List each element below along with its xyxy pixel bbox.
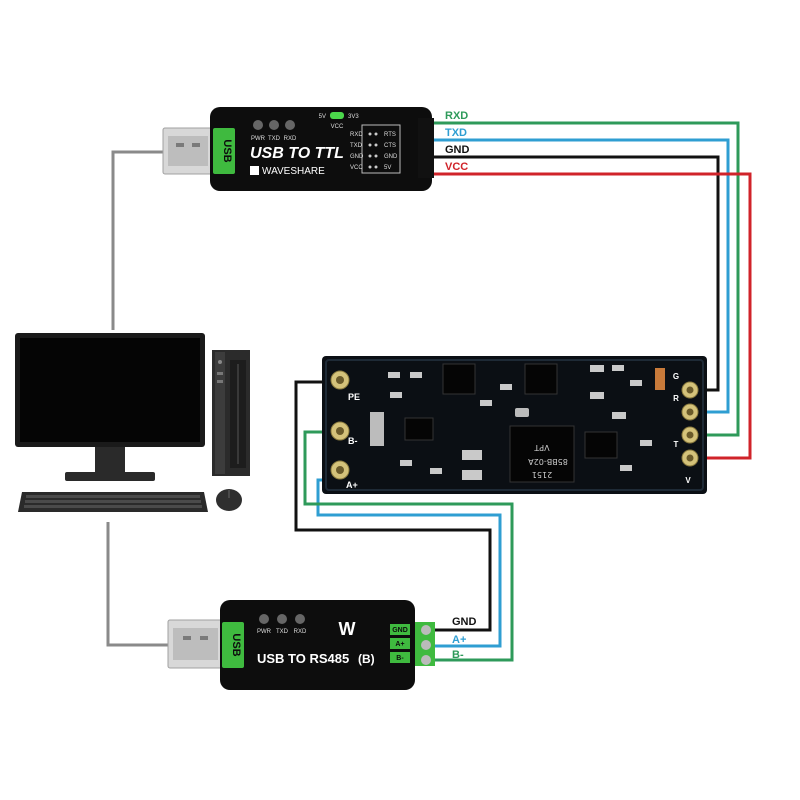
ttl-led-txd: TXD <box>268 136 281 142</box>
label-rs485-a: A+ <box>452 634 466 646</box>
monitor <box>15 333 205 481</box>
usb-cable-rs485 <box>106 522 170 647</box>
wire-txd <box>432 138 730 414</box>
ttl-pin-vcc: VCC <box>350 165 363 171</box>
ttl-pin-gnd2: GND <box>384 154 398 160</box>
waveshare-logo-icon <box>250 166 259 175</box>
board-right-terminals <box>681 381 699 467</box>
board-label-a: A+ <box>346 480 358 490</box>
ttl-led-pwr: PWR <box>251 136 266 142</box>
rs485-led-rxd: RXD <box>294 629 307 635</box>
ttl-wires <box>432 121 752 460</box>
usb-to-rs485-module: USB PWR TXD RXD W USB TO RS485 (B) GND A… <box>167 600 435 690</box>
label-vcc: VCC <box>445 161 468 173</box>
board-label-t: T <box>674 440 679 449</box>
usb-to-ttl-module: USB PWR TXD RXD USB TO TTL WAVESHARE 5V … <box>162 107 434 191</box>
ttl-led-rxd: RXD <box>284 136 297 142</box>
usb-cable-ttl <box>111 150 165 330</box>
rs485-led-pwr: PWR <box>257 629 272 635</box>
wire-rs485-b <box>303 430 514 662</box>
rs485-usb-label: USB <box>230 633 242 656</box>
ttl-pin-txd: TXD <box>350 143 363 149</box>
converter-board: PE B- A+ VPT 85BB-02A 2151 <box>322 356 707 494</box>
chip-text-code: 2151 <box>532 470 552 479</box>
wire-rs485-gnd <box>294 380 492 632</box>
board-label-r: R <box>673 394 679 403</box>
board-ic-3 <box>584 431 618 459</box>
rs485-terminal-gnd: GND <box>392 627 408 634</box>
board-ic-2 <box>524 363 558 395</box>
rs485-wire-labels: GND A+ B- <box>452 616 477 661</box>
board-label-b: B- <box>348 436 358 446</box>
usb-plug-ttl <box>162 127 214 175</box>
ttl-wire-labels: RXD TXD GND VCC <box>445 110 470 173</box>
computer <box>15 333 250 512</box>
ttl-pin-cts: CTS <box>384 143 396 149</box>
wire-rs485-a <box>316 478 502 648</box>
rs485-title: USB TO RS485 <box>257 651 349 666</box>
ttl-pin-rts: RTS <box>384 132 396 138</box>
waveshare-w-logo-icon: W <box>339 619 356 639</box>
board-ic-4 <box>404 417 434 441</box>
voltage-switch <box>330 112 344 119</box>
ttl-title: USB TO TTL <box>250 145 344 162</box>
label-txd: TXD <box>445 127 467 139</box>
wire-gnd <box>432 155 720 392</box>
ttl-voltage-3v3: 3V3 <box>348 114 359 120</box>
ttl-brand: WAVESHARE <box>262 166 325 177</box>
rs485-wires <box>294 380 514 662</box>
label-rs485-b: B- <box>452 649 464 661</box>
board-fuse <box>370 412 384 446</box>
ttl-usb-label: USB <box>221 139 233 162</box>
rs485-variant: (B) <box>358 652 375 666</box>
label-gnd: GND <box>445 144 470 156</box>
ttl-vcc-label: VCC <box>331 124 344 130</box>
rs485-led-txd: TXD <box>276 629 289 635</box>
chip-text-model: 85BB-02A <box>528 457 568 466</box>
tower <box>212 350 250 476</box>
chip-text-vpt: VPT <box>534 443 549 452</box>
label-rs485-gnd: GND <box>452 616 477 628</box>
board-ic-1 <box>442 363 476 395</box>
ttl-header-connector <box>418 118 434 178</box>
ttl-pin-5v: 5V <box>384 165 391 171</box>
ttl-pin-gnd: GND <box>350 154 364 160</box>
rs485-terminal-a: A+ <box>395 641 404 648</box>
rs485-screw-terminal <box>415 622 435 666</box>
board-resistor <box>655 368 665 390</box>
board-dcdc-module <box>509 425 575 483</box>
wire-rxd <box>432 121 740 437</box>
label-rxd: RXD <box>445 110 468 122</box>
usb-plug-rs485 <box>167 619 224 669</box>
board-label-v: V <box>685 476 691 485</box>
rs485-terminal-b: B- <box>396 655 404 662</box>
board-left-terminals <box>330 370 350 480</box>
wire-vcc <box>432 172 752 460</box>
board-label-g: G <box>673 372 679 381</box>
keyboard <box>18 492 208 512</box>
board-label-pe: PE <box>348 392 360 402</box>
mouse <box>216 489 242 511</box>
ttl-pin-rxd: RXD <box>350 132 363 138</box>
ttl-voltage-5v: 5V <box>319 114 326 120</box>
